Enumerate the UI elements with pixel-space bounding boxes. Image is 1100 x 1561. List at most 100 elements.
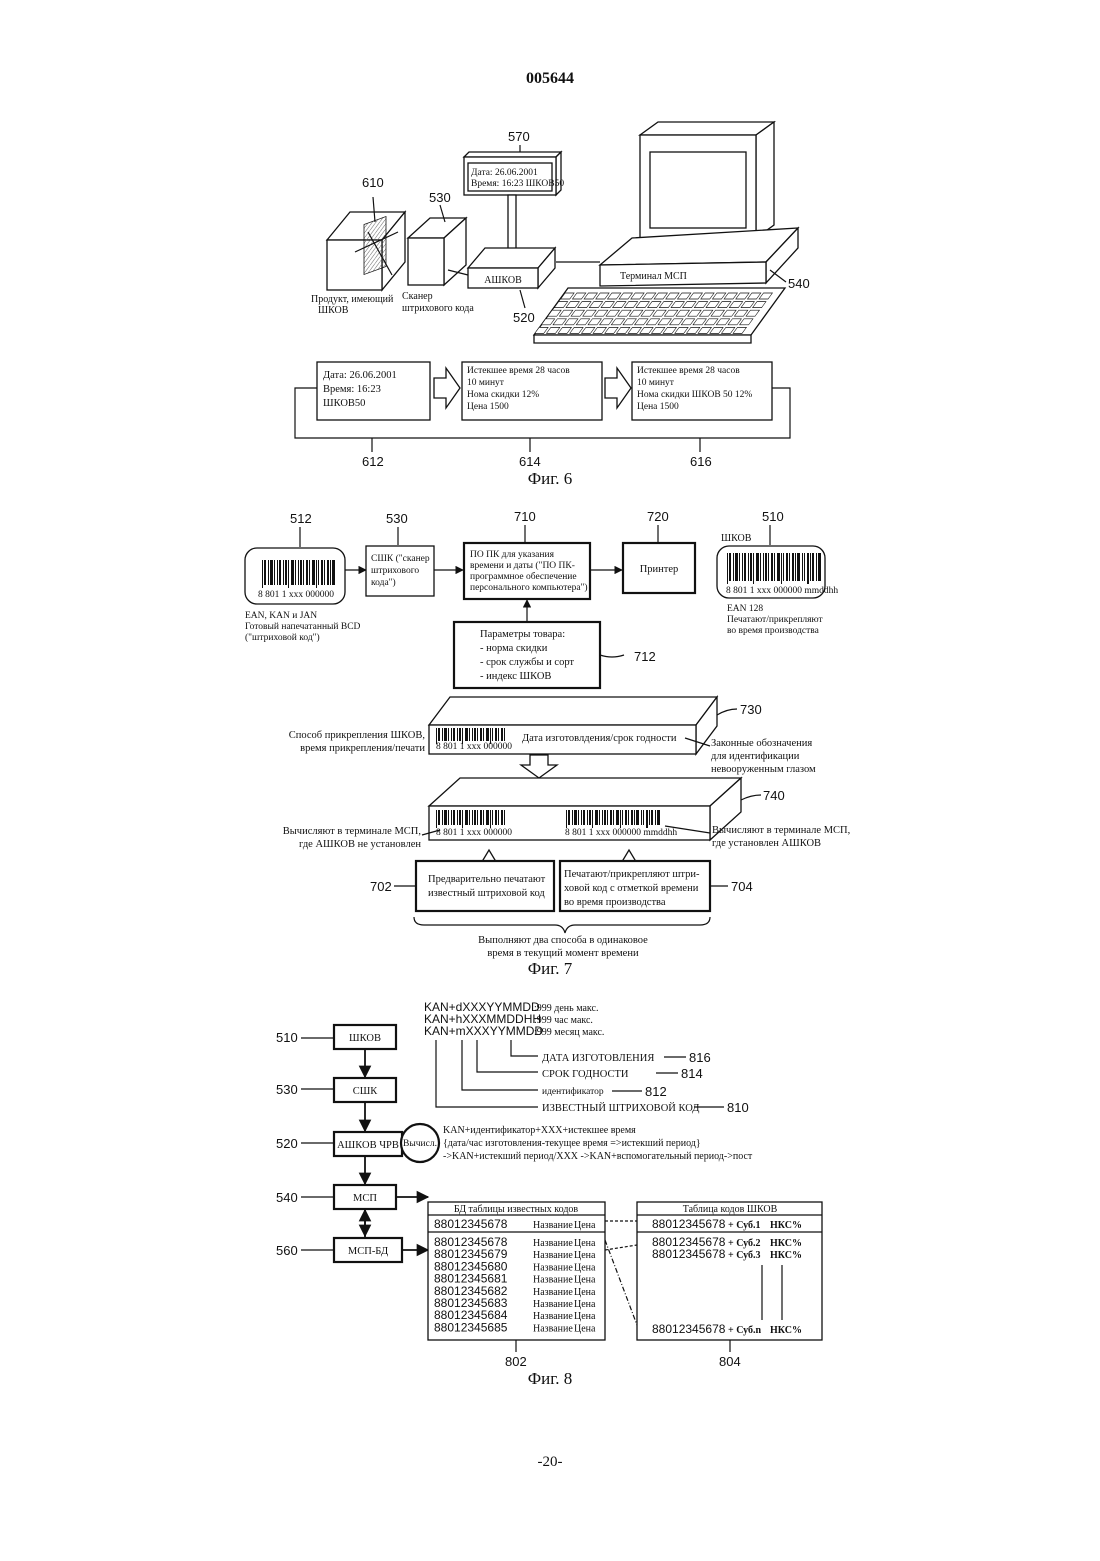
fig7-caption: Фиг. 7: [528, 959, 573, 978]
table804-last-code: 88012345678: [652, 1322, 726, 1336]
field-mfg-date: ДАТА ИЗГОТОВЛЕНИЯ: [542, 1053, 654, 1064]
barcode-bar: [268, 560, 269, 585]
barcode-740b-digits: 8 801 1 xxx 000000 mmddhh: [565, 828, 677, 838]
box612-line-2: Время: 16:23: [323, 384, 381, 395]
barcode-bar: [279, 560, 281, 585]
ref-520-fig6: 520: [513, 310, 535, 325]
field-known-barcode: ИЗВЕСТНЫЙ ШТРИХОВОЙ КОД: [542, 1102, 699, 1114]
flow-msp-bd-label: МСП-БД: [348, 1246, 388, 1257]
barcode-bar: [651, 810, 653, 825]
barcode-bar: [655, 810, 656, 825]
fig6: 610 Продукт, имеющий ШКОВ 530 Сканер штр…: [295, 122, 810, 488]
right740-line-2: где установлен АШКОВ: [712, 838, 821, 849]
code-note-1: :999 день макс.: [534, 1003, 598, 1014]
barcode-bar: [270, 560, 273, 585]
table804-row-nks: НКС%: [770, 1238, 802, 1249]
barcode-bar: [459, 810, 461, 825]
barcode-bar: [631, 810, 633, 825]
barcode-bar: [300, 560, 302, 585]
barcode-bar: [451, 810, 452, 825]
page-header: 005644: [526, 70, 574, 87]
table802-head-name: Название: [533, 1220, 573, 1231]
barcode-bar: [744, 553, 746, 581]
box704-line-1: Печатают/прикрепляют штри-: [564, 869, 700, 880]
ref-810: 810: [727, 1100, 749, 1115]
formula-line-1: KAN+идентификатор+XXX+истекшее время: [443, 1125, 636, 1136]
barcode-512-label-3: ("штриховой код"): [245, 632, 320, 643]
box704-line-2: ховой код с отметкой времени: [564, 883, 699, 894]
barcode-bar: [727, 553, 728, 584]
barcode-bar: [742, 553, 743, 581]
table804-title: Таблица кодов ШКОВ: [683, 1204, 778, 1215]
right730-line-3: невооруженным глазом: [711, 764, 816, 775]
barcode-bar: [748, 553, 749, 581]
barcode-512-digits: 8 801 1 xxx 000000: [258, 590, 334, 600]
code-note-3: :999 месяц макс.: [534, 1027, 604, 1038]
barcode-bar: [291, 560, 294, 585]
flow-ssk-label: СШК: [353, 1086, 379, 1097]
table802-row-price: Цена: [574, 1287, 596, 1298]
barcode-bar: [604, 810, 606, 825]
barcode-510-label-3: во время производства: [727, 626, 820, 636]
barcode-bar: [613, 810, 614, 825]
barcode-bar: [316, 560, 317, 588]
barcode-bar: [765, 553, 767, 581]
barcode-bar: [816, 553, 817, 581]
box702-line-1: Предварительно печатают: [428, 874, 546, 885]
ref-616: 616: [690, 454, 712, 469]
table804-row-sub: + Суб.2: [728, 1238, 761, 1249]
barcode-bar: [578, 810, 579, 825]
barcode-bar: [285, 560, 287, 585]
ref-560: 560: [276, 1243, 298, 1258]
product-label-1: Продукт, имеющий: [311, 294, 394, 305]
table804-row-sub: + Суб.3: [728, 1250, 761, 1261]
barcode-bar: [472, 728, 473, 741]
box614-line-4: Цена 1500: [467, 402, 509, 412]
barcode-bar: [492, 728, 493, 741]
barcode-bar: [442, 728, 443, 741]
barcode-bar: [649, 810, 650, 825]
barcode-bar: [802, 553, 803, 581]
arrow-down: [521, 755, 557, 778]
arrow-right-1: [434, 368, 460, 408]
barcode-bar: [492, 810, 493, 825]
barcode-bar: [498, 728, 499, 741]
barcode-512-label-1: EAN, KAN и JAN: [245, 611, 317, 621]
box704-line-3: во время производства: [564, 897, 666, 908]
box616-line-2: 10 минут: [637, 378, 675, 388]
table802-row-name: Название: [533, 1250, 573, 1261]
table802-row-name: Название: [533, 1262, 573, 1273]
barcode-bar: [595, 810, 598, 825]
barcode-bar: [753, 553, 754, 584]
date-730-label: Дата изготовлдения/срок годности: [522, 733, 677, 744]
ref-804: 804: [719, 1354, 741, 1369]
table802-row-name: Название: [533, 1311, 573, 1322]
box702-line-2: известный штриховой код: [428, 888, 545, 899]
fig8: 510 ШКОВ 530 СШК 520 АШКОВ ЧРВ (Вычисл.)…: [276, 1000, 822, 1388]
barcode-bar: [771, 553, 773, 581]
barcode-bar: [448, 728, 449, 741]
barcode-bar: [599, 810, 600, 825]
slab-730: [429, 697, 717, 725]
barcode-bar: [786, 553, 788, 581]
barcode-bar: [444, 810, 447, 825]
table802-row-name: Название: [533, 1238, 573, 1249]
barcode-bar: [646, 810, 648, 828]
barcode-bar: [438, 728, 440, 741]
ref-740: 740: [763, 788, 785, 803]
flow-shkov-label: ШКОВ: [349, 1033, 381, 1044]
barcode-bar: [625, 810, 627, 825]
barcode-bar: [457, 728, 458, 741]
printer-label: Принтер: [640, 564, 679, 575]
barcode-510-label-1: EAN 128: [727, 604, 763, 614]
barcode-bar: [483, 810, 484, 825]
barcode-512-label-2: Готовый напечатанный BCD: [245, 621, 361, 632]
bottom-line-1: Выполняют два способа в одинаковое: [478, 935, 648, 946]
ref-814: 814: [681, 1066, 703, 1081]
ref-530-fig8: 530: [276, 1082, 298, 1097]
barcode-bar: [628, 810, 629, 825]
barcode-bar: [797, 553, 800, 581]
field-identifier: идентификатор: [542, 1086, 604, 1097]
barcode-bar: [498, 810, 499, 825]
